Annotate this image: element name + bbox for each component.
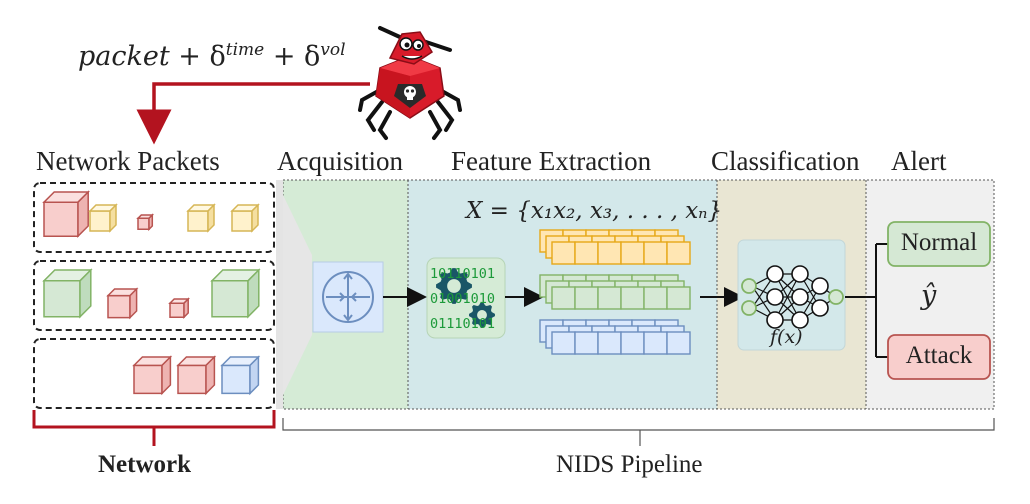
feature-vector xyxy=(551,331,691,355)
packet-cube xyxy=(210,268,261,319)
formula-sup-time: time xyxy=(225,40,265,60)
packet-cube xyxy=(42,190,91,239)
binary-stream: 10110101 01001010 01110101 xyxy=(430,262,495,337)
nn-hidden-layer xyxy=(791,265,809,329)
attack-injection-arrow xyxy=(136,82,370,145)
formula-sup-vol: vol xyxy=(320,40,346,60)
pipeline-bracket xyxy=(282,418,995,431)
neural-network-icon xyxy=(741,265,844,329)
packet-cube xyxy=(132,355,173,396)
attack-label: Attack xyxy=(905,342,973,369)
nn-input-nodes xyxy=(741,278,757,316)
attack-formula: packet + δtime + δvol xyxy=(78,40,346,72)
nn-output-node xyxy=(828,289,844,305)
funnel xyxy=(283,195,312,395)
column-title-alert: Alert xyxy=(891,146,947,176)
binary-line: 01110101 xyxy=(430,316,496,332)
normal-output-box xyxy=(887,221,991,267)
packet-cubes xyxy=(42,190,261,396)
packet-cube xyxy=(220,355,261,396)
packet-cube xyxy=(168,297,191,320)
router-icon xyxy=(312,261,384,333)
feature-set-formula: X = {x₁x₂, x₃, . . . , xₙ} xyxy=(466,198,723,224)
normal-label: Normal xyxy=(900,229,978,256)
column-title-classification: Classification xyxy=(711,146,860,176)
nids-pipeline-label: NIDS Pipeline xyxy=(556,451,703,478)
output-branches xyxy=(845,243,888,358)
column-title-feature-extraction: Feature Extraction xyxy=(451,146,652,176)
feature-vector xyxy=(551,241,691,265)
packet-cube xyxy=(230,203,260,233)
nn-hidden-layer xyxy=(766,265,784,329)
binary-line: 10110101 xyxy=(430,266,496,282)
packet-cube xyxy=(88,203,118,233)
feature-vector xyxy=(551,286,691,310)
packet-cube xyxy=(106,287,139,320)
packet-cube xyxy=(176,355,217,396)
formula-packet: packet xyxy=(78,41,170,72)
gear-icon xyxy=(436,268,472,304)
attack-output-box xyxy=(887,334,991,380)
packet-group-1 xyxy=(33,182,275,253)
neural-network-classifier xyxy=(737,239,846,351)
formula-delta-vol: + δ xyxy=(272,41,321,72)
gear-icon xyxy=(469,302,495,328)
column-title-packets: Network Packets xyxy=(36,146,220,176)
feature-extractor-icon xyxy=(426,257,506,339)
funnel-shadow xyxy=(276,180,283,409)
packet-cube xyxy=(136,213,155,232)
column-title-acquisition: Acquisition xyxy=(277,146,403,176)
feature-vector-stacks xyxy=(539,229,691,355)
attacker-bug-icon xyxy=(358,26,462,140)
network-label: Network xyxy=(98,451,192,478)
formula-delta-time: + δ xyxy=(178,41,226,72)
classifier-function-label: f(x) xyxy=(770,326,803,348)
nn-hidden-layer xyxy=(811,277,829,317)
packet-cube xyxy=(42,268,93,319)
packet-cube xyxy=(186,203,216,233)
binary-line: 01001010 xyxy=(430,291,496,307)
network-bracket xyxy=(32,410,276,429)
prediction-symbol: ŷ xyxy=(921,280,937,311)
